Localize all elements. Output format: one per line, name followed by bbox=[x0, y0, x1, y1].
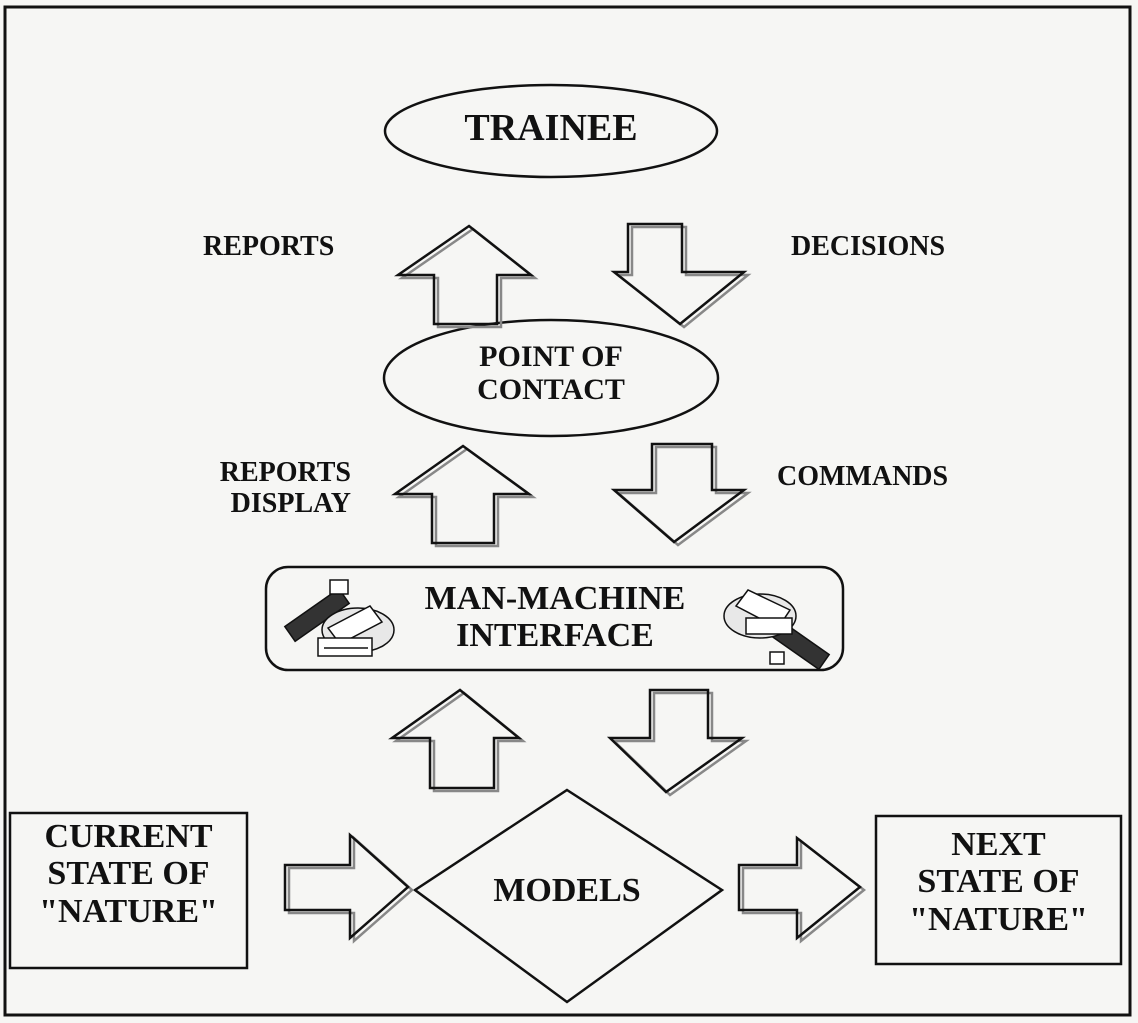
arrow-current-to-models bbox=[283, 832, 414, 944]
current-state-line-2: STATE OF bbox=[47, 855, 210, 893]
trainee-node-shape bbox=[383, 83, 719, 179]
arrow-commands-down bbox=[610, 442, 752, 547]
computer-workstation-icon bbox=[283, 579, 395, 657]
point-of-contact-line-2: CONTACT bbox=[477, 373, 625, 406]
arrow-interface-up bbox=[388, 688, 527, 793]
reports-display-label: REPORTS DISPLAY bbox=[201, 457, 351, 520]
next-state-label: NEXT STATE OF "NATURE" bbox=[876, 826, 1121, 938]
outer-border bbox=[3, 5, 1132, 1017]
next-state-node-shape bbox=[874, 814, 1123, 966]
interface-line-1: MAN-MACHINE bbox=[424, 580, 686, 617]
point-of-contact-node-shape bbox=[382, 318, 720, 438]
interface-line-2: INTERFACE bbox=[456, 617, 654, 655]
reports-display-line-1: REPORTS bbox=[219, 457, 351, 488]
point-of-contact-label: POINT OF CONTACT bbox=[384, 340, 718, 406]
trainee-label: TRAINEE bbox=[464, 107, 638, 149]
decisions-label: DECISIONS bbox=[791, 231, 946, 262]
reports-label: REPORTS bbox=[203, 231, 335, 262]
reports-display-line-2: DISPLAY bbox=[230, 487, 351, 519]
interface-node-shape bbox=[264, 565, 845, 672]
arrow-interface-down bbox=[606, 688, 750, 797]
point-of-contact-line-1: POINT OF bbox=[479, 340, 623, 373]
computer-workstation-icon bbox=[723, 589, 831, 671]
arrow-decisions-down bbox=[610, 222, 752, 329]
arrow-models-to-next bbox=[737, 835, 867, 944]
models-label: MODELS bbox=[493, 872, 641, 909]
next-state-line-1: NEXT bbox=[951, 826, 1046, 863]
commands-label: COMMANDS bbox=[777, 461, 949, 492]
arrow-reports-up bbox=[393, 224, 539, 329]
arrow-reports-display-up bbox=[391, 444, 537, 548]
current-state-line-1: CURRENT bbox=[44, 818, 213, 855]
next-state-line-3: "NATURE" bbox=[909, 900, 1088, 938]
current-state-node-shape bbox=[8, 811, 249, 970]
current-state-line-3: "NATURE" bbox=[39, 892, 218, 930]
interface-label: MAN-MACHINE INTERFACE bbox=[396, 580, 714, 655]
current-state-label: CURRENT STATE OF "NATURE" bbox=[10, 818, 247, 930]
models-node-shape bbox=[412, 788, 725, 1004]
next-state-line-2: STATE OF bbox=[917, 863, 1080, 901]
